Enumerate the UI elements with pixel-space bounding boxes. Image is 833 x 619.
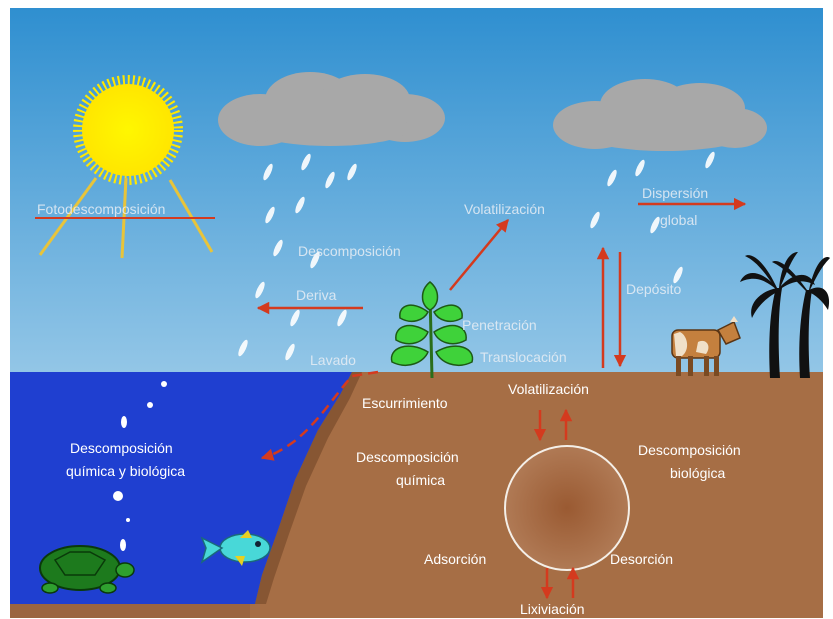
diagram-labels: Fotodescomposición Descomposición Deriva… [35, 185, 741, 617]
label-penetracion: Penetración [462, 317, 537, 333]
label-fotodescomposicion: Fotodescomposición [37, 201, 165, 217]
rain-drops [238, 153, 357, 361]
cloud-icon [553, 79, 767, 151]
label-dispersion-line2: global [660, 212, 697, 228]
label-descomposicion-air: Descomposición [298, 243, 401, 259]
label-lavado: Lavado [310, 352, 356, 368]
label-desc-biologica-1: Descomposición [638, 442, 741, 458]
turtle-icon [39, 545, 135, 594]
soil [10, 372, 823, 618]
label-escurrimiento: Escurrimiento [362, 395, 448, 411]
label-lixiviacion: Lixiviación [520, 601, 585, 617]
label-desorcion: Desorción [610, 551, 673, 567]
process-arrows [256, 197, 747, 600]
arrow-escurrimiento [260, 370, 379, 461]
label-dispersion-line1: Dispersión [642, 185, 708, 201]
palm-tree-icon [740, 252, 830, 378]
sun-icon [73, 75, 183, 185]
label-desc-quimica-1: Descomposición [356, 449, 459, 465]
cow-icon [671, 316, 741, 376]
label-translocacion: Translocación [480, 349, 567, 365]
fish-icon [200, 530, 271, 566]
water-bubbles [113, 381, 167, 551]
arrow-volatilizacion-air [449, 219, 509, 291]
sea-floor [10, 604, 250, 618]
label-adsorcion: Adsorción [424, 551, 486, 567]
rain-drops [590, 151, 715, 284]
label-desc-quimica-biologica-1: Descomposición [70, 440, 173, 456]
label-volatilizacion-soil: Volatilización [508, 381, 589, 397]
label-desc-quimica-biologica-2: química y biológica [66, 463, 185, 479]
shoreline [255, 372, 362, 604]
label-deriva: Deriva [296, 287, 337, 303]
cloud-icon [218, 72, 445, 146]
label-desc-biologica-2: biológica [670, 465, 725, 481]
label-desc-quimica-2: química [396, 472, 445, 488]
label-deposito: Depósito [626, 281, 681, 297]
label-volatilizacion-air: Volatilización [464, 201, 545, 217]
plant-icon [390, 281, 474, 379]
